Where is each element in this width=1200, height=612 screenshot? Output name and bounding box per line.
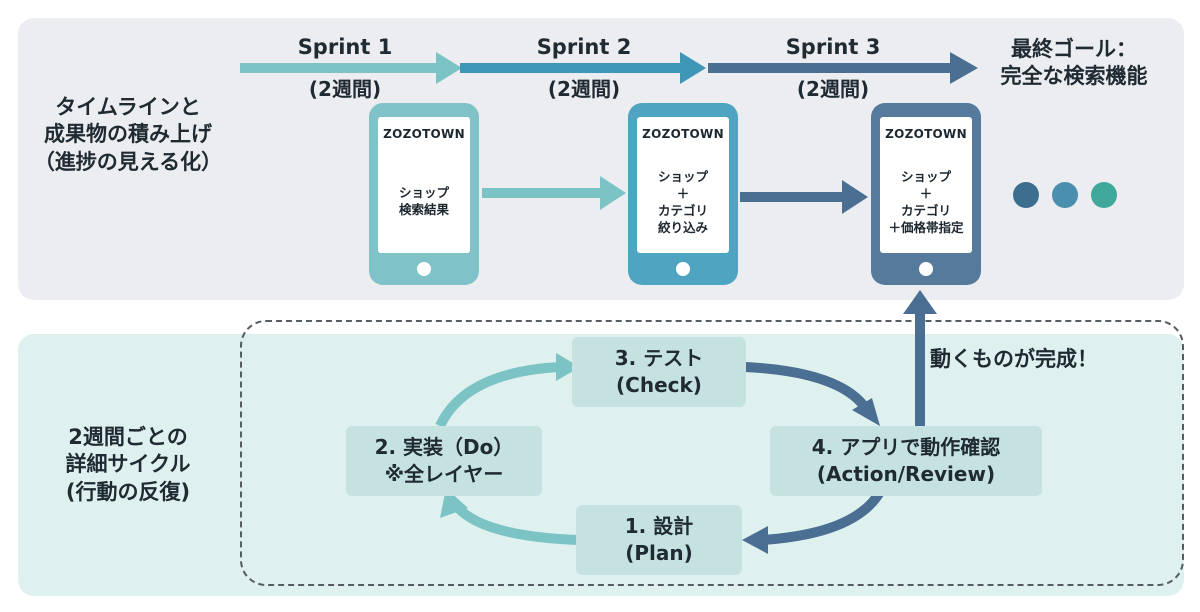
phone-brand: ZOZOTOWN [642, 127, 724, 141]
phone-2-to-3-arrow [740, 180, 868, 214]
sprint-3-period: (2週間) [796, 77, 870, 101]
cycle-arrow-check-to-review [744, 362, 880, 426]
cycle-arrow-do-to-check [435, 353, 580, 429]
phone-screen: ZOZOTOWN ショップ ＋ カテゴリ 絞り込み [637, 117, 729, 253]
continuation-dot-3 [1091, 182, 1117, 208]
review-to-product-arrow [903, 290, 937, 430]
step-test-box: 3. テスト (Check) [572, 337, 746, 407]
phone-sprint-1: ZOZOTOWN ショップ 検索結果 [369, 103, 479, 285]
sprint-1-arrow [240, 52, 462, 84]
sprint-2-name: Sprint 2 [536, 35, 632, 59]
cycle-section-label: 2週間ごとの 詳細サイクル (行動の反復) [65, 425, 191, 504]
step-review-box: 4. アプリで動作確認 (Action/Review) [770, 426, 1042, 496]
phone-1-to-2-arrow [482, 176, 626, 210]
home-button-icon [676, 262, 690, 276]
sprint-2-arrow [460, 52, 706, 84]
completion-note: 動くものが完成！ [930, 347, 1098, 371]
cycle-dashed-frame [240, 320, 1184, 586]
phone-content: ショップ ＋ カテゴリ ＋価格帯指定 [888, 169, 964, 235]
phone-brand: ZOZOTOWN [383, 127, 465, 141]
step-design-box: 1. 設計 (Plan) [576, 505, 742, 575]
continuation-dot-2 [1052, 182, 1078, 208]
step-implement-box: 2. 実装（Do） ※全レイヤー [346, 426, 542, 496]
continuation-dot-1 [1013, 182, 1039, 208]
sprint-1-period: (2週間) [308, 77, 382, 101]
home-button-icon [417, 262, 431, 276]
phone-screen: ZOZOTOWN ショップ ＋ カテゴリ ＋価格帯指定 [880, 117, 972, 253]
phone-screen: ZOZOTOWN ショップ 検索結果 [378, 117, 470, 253]
phone-brand: ZOZOTOWN [885, 127, 967, 141]
phone-content: ショップ ＋ カテゴリ 絞り込み [657, 169, 708, 235]
phone-sprint-3: ZOZOTOWN ショップ ＋ カテゴリ ＋価格帯指定 [871, 103, 981, 285]
sprint-3-arrow [708, 52, 978, 84]
phone-sprint-2: ZOZOTOWN ショップ ＋ カテゴリ 絞り込み [628, 103, 738, 285]
cycle-arrow-review-to-plan [742, 489, 885, 554]
timeline-section-label: タイムラインと 成果物の積み上げ （進捗の見える化） [33, 95, 223, 174]
sprint-1-name: Sprint 1 [297, 35, 393, 59]
phone-content: ショップ 検索結果 [398, 185, 449, 217]
final-goal-label: 最終ゴール： 完全な検索機能 [1000, 37, 1148, 89]
sprint-3-name: Sprint 3 [785, 35, 881, 59]
home-button-icon [919, 262, 933, 276]
sprint-2-period: (2週間) [547, 77, 621, 101]
